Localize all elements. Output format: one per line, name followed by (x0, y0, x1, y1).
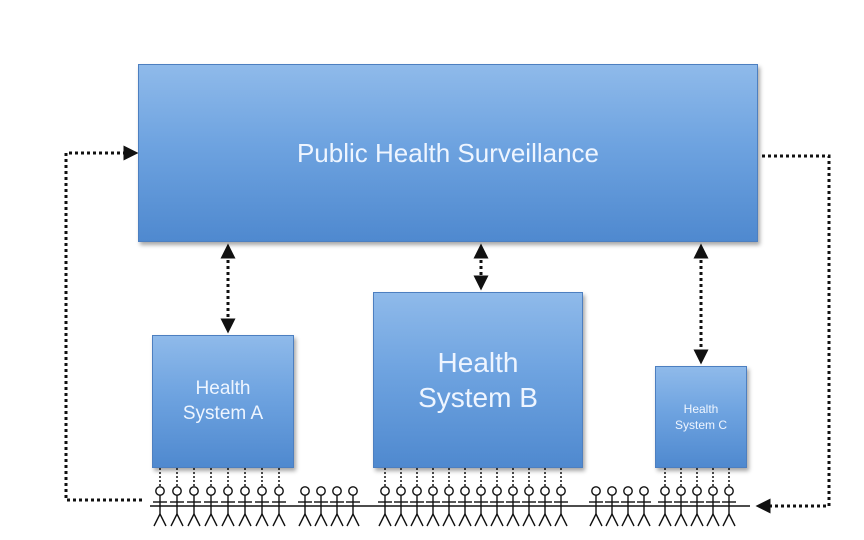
person-icon (722, 468, 736, 527)
person-icon (204, 468, 218, 527)
person-icon (330, 486, 344, 527)
person-icon (506, 468, 520, 527)
population-group (153, 468, 736, 527)
person-icon (255, 468, 269, 527)
person-icon (346, 486, 360, 527)
person-icon (621, 486, 635, 527)
feedback-loop-right-arrow (755, 154, 831, 514)
person-icon (554, 468, 568, 527)
health-system-a-box: Health System A (152, 335, 294, 468)
person-icon (238, 468, 252, 527)
person-icon (221, 468, 235, 527)
public-health-surveillance-label: Public Health Surveillance (296, 137, 600, 168)
person-icon (490, 468, 504, 527)
health-system-b-label: Health System B (418, 347, 538, 413)
person-icon (187, 468, 201, 527)
person-icon (378, 468, 392, 527)
health-system-b-box: Health System B (373, 292, 583, 468)
person-icon (637, 486, 651, 527)
person-icon (442, 468, 456, 527)
person-icon (298, 486, 312, 527)
person-icon (314, 486, 328, 527)
feedback-loop-left-arrow (64, 145, 142, 502)
person-icon (690, 468, 704, 527)
health-system-c-box: Health System C (655, 366, 747, 468)
person-icon (605, 486, 619, 527)
person-icon (658, 468, 672, 527)
person-icon (410, 468, 424, 527)
person-icon (706, 468, 720, 527)
person-icon (522, 468, 536, 527)
person-icon (272, 468, 286, 527)
person-icon (153, 468, 167, 527)
health-system-c-label: Health System C (674, 401, 727, 432)
person-icon (426, 468, 440, 527)
person-icon (170, 468, 184, 527)
person-icon (674, 468, 688, 527)
public-health-surveillance-box: Public Health Surveillance (138, 64, 758, 242)
person-icon (394, 468, 408, 527)
health-system-a-label: Health System A (182, 377, 264, 424)
person-icon (458, 468, 472, 527)
person-icon (474, 468, 488, 527)
person-icon (538, 468, 552, 527)
person-icon (589, 486, 603, 527)
